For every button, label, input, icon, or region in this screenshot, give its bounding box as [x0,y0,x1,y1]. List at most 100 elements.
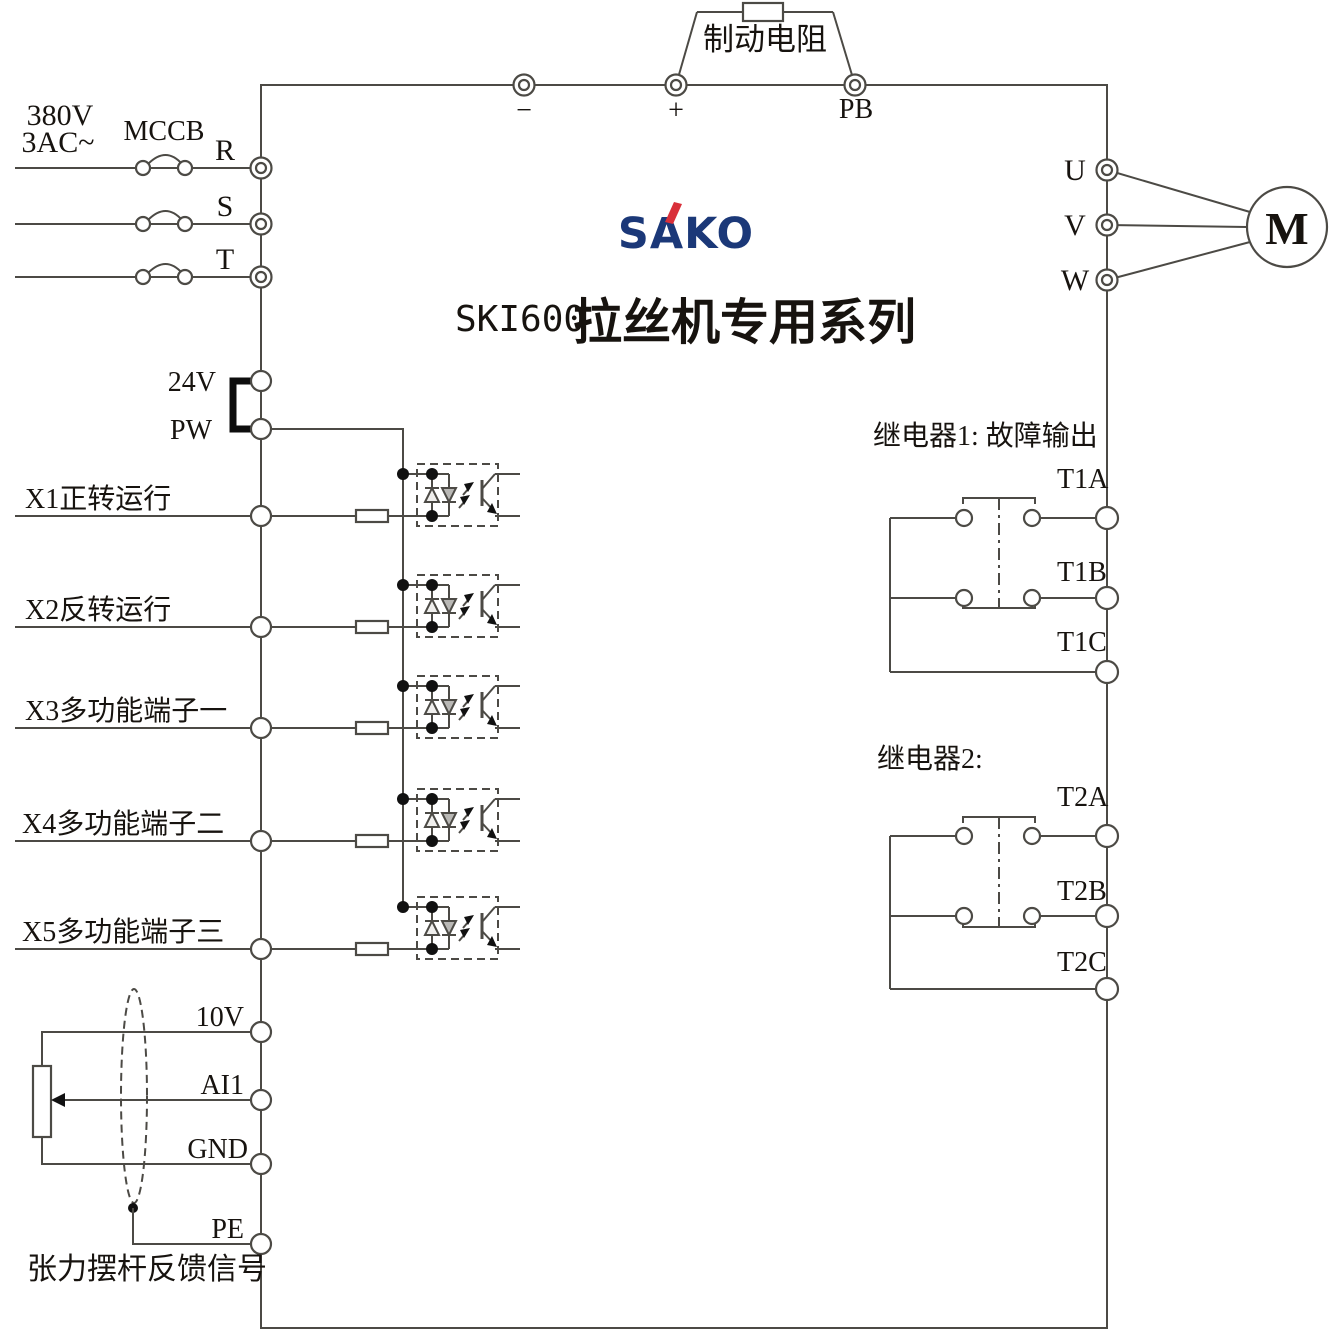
wiper-arrow-icon [51,1093,65,1107]
brand-logo: SAKO [618,209,754,259]
t2b-label: T2B [1057,876,1107,907]
potentiometer-symbol [31,1064,53,1139]
phase-r-label: R [215,134,235,167]
logo-accent-icon [665,202,682,224]
power-input-section: 380V 3AC~ MCCB R S T [15,99,273,289]
cable-shield-symbol [120,988,148,1204]
x2-label: X2反转运行 [25,594,171,626]
t1a-label: T1A [1057,464,1109,495]
relay2-contact [1022,826,1042,846]
terminal-t1a [1094,505,1120,531]
terminal-t2c [1094,976,1120,1002]
breaker-contact [176,215,194,233]
breaker-contact [176,159,194,177]
terminal-x1 [249,504,273,528]
terminal-dc-negative [512,73,536,97]
digital-input-row-x1: X1正转运行 [15,462,522,528]
t1c-label: T1C [1057,627,1107,658]
terminal-V [1095,213,1119,237]
terminal-t1c [1094,659,1120,685]
terminal-W [1095,268,1119,292]
terminal-pb [843,73,867,97]
mccb-label: MCCB [124,116,205,147]
terminal-x3 [249,716,273,740]
ai1-label: AI1 [200,1070,244,1101]
gnd-label: GND [187,1134,248,1165]
terminal-ai1 [249,1088,273,1112]
terminal-x2 [249,615,273,639]
terminal-T [249,265,273,289]
common-rail-wire [261,428,404,907]
terminal-x5 [249,937,273,961]
inverter-enclosure [260,84,1108,1329]
model-label: SKI600 [455,299,585,340]
motor-symbol [1245,185,1329,269]
relay2-contact [954,906,974,926]
relay1-contact [954,508,974,528]
relay1-contact [954,588,974,608]
relay2-contact [954,826,974,846]
relay2-section: 继电器2: T2A T2B T2C [877,743,1120,1002]
t1b-label: T1B [1057,557,1107,588]
phase-line-t: T [15,243,273,289]
input-phase-type-label: 3AC~ [22,126,95,159]
relay1-contact [1022,508,1042,528]
terminal-t2a [1094,823,1120,849]
terminal-R [249,156,273,180]
phase-w-label: W [1061,264,1090,297]
digital-input-row-x3: X3多功能端子一 [15,674,522,740]
terminal-t1b [1094,585,1120,611]
input-resistor [354,833,390,849]
pw-label: PW [170,415,213,446]
pw-jumper-link [229,377,261,433]
breaker-contact [176,268,194,286]
x3-label: X3多功能端子一 [25,695,227,727]
brake-resistor-symbol [741,1,785,23]
motor-label: M [1265,203,1308,254]
motor-output-section: M U V W [1061,154,1329,297]
input-resistor [354,619,390,635]
analog-input-section: 10V AI1 GND PE 张力摆杆反馈信号 [27,988,273,1286]
terminal-10v [249,1020,273,1044]
series-title: 拉丝机专用系列 [573,295,916,350]
input-voltage-label: 380V [27,99,94,132]
phase-v-label: V [1064,209,1086,242]
terminal-gnd [249,1152,273,1176]
relay2-caption: 继电器2: [877,743,983,775]
terminal-24v [249,369,273,393]
terminal-x4 [249,829,273,853]
relay1-caption: 继电器1: 故障输出 [873,420,1098,452]
dc-bus-section: 制动电阻 − + PB [512,1,873,126]
pe-label: PE [211,1214,244,1245]
x1-label: X1正转运行 [25,483,171,515]
t2a-label: T2A [1057,782,1109,813]
digital-input-section: X1正转运行 X2反转运行 X3多功能端子一 X4多功能端子二 [15,462,522,961]
input-resistor [354,508,390,524]
24v-label: 24V [168,367,216,398]
control-power-section: 24V PW [168,367,404,907]
phase-t-label: T [216,243,234,276]
terminal-U [1095,158,1119,182]
terminal-S [249,212,273,236]
terminal-pw [249,417,273,441]
relay2-contact [1022,906,1042,926]
breaker-contact [134,215,152,233]
terminal-dc-positive [664,73,688,97]
wire-gnd [41,1137,261,1165]
t2c-label: T2C [1057,947,1107,978]
logo-title-section: SAKO SKI600 拉丝机专用系列 [455,202,916,350]
phase-line-r: R [15,134,273,180]
x5-label: X5多功能端子三 [22,916,224,948]
digital-input-row-x4: X4多功能端子二 [15,787,522,853]
dc-negative-label: − [516,95,532,126]
10v-label: 10V [196,1002,244,1033]
terminal-pe [249,1232,273,1256]
input-resistor [354,941,390,957]
breaker-contact [134,159,152,177]
digital-input-row-x2: X2反转运行 [15,573,522,639]
x4-label: X4多功能端子二 [22,808,224,840]
relay1-contact [1022,588,1042,608]
phase-u-label: U [1064,154,1086,187]
